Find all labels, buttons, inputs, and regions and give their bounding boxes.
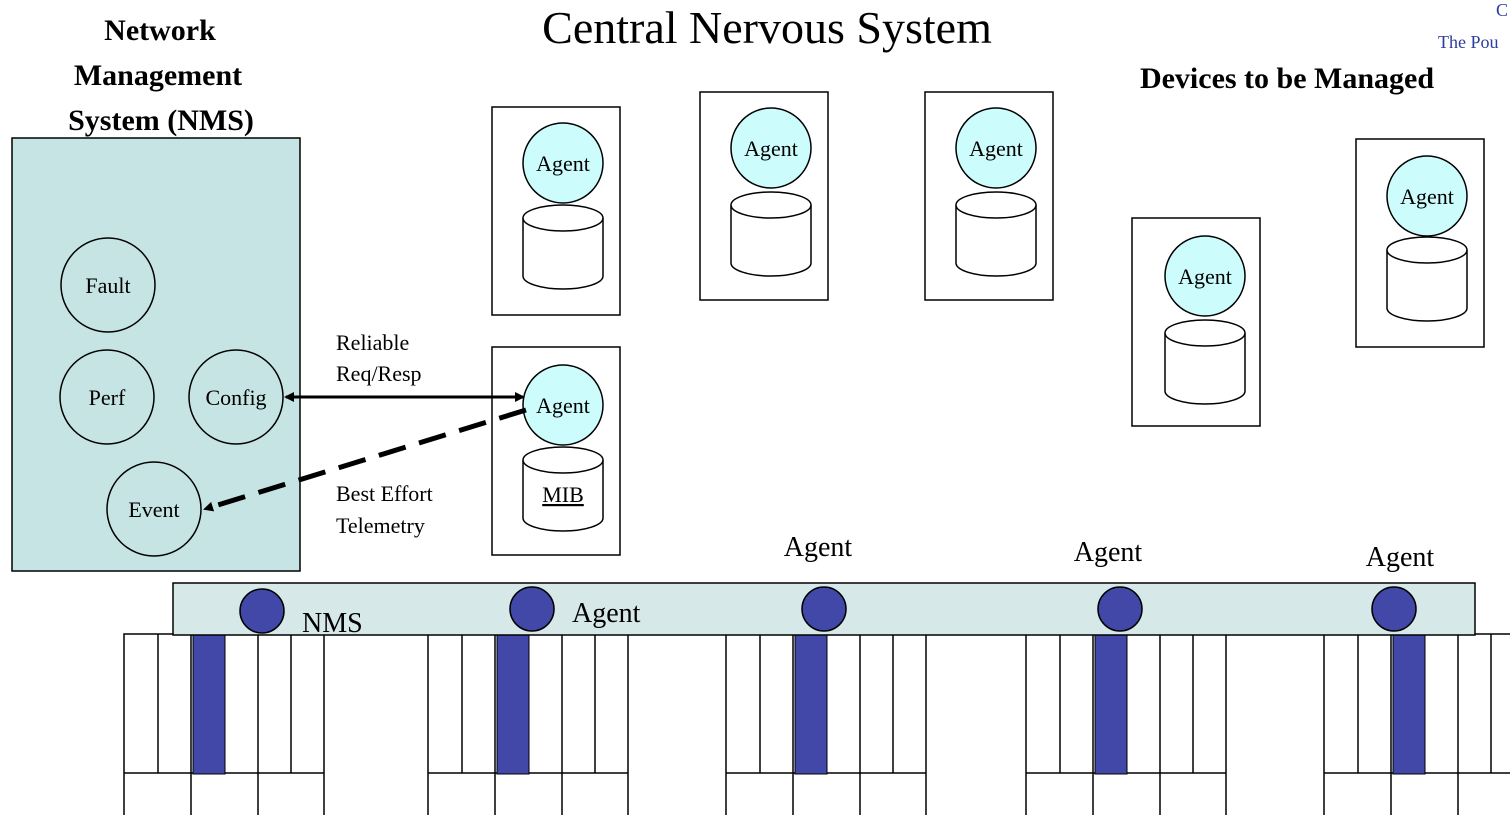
- agent-label: Agent: [536, 393, 590, 418]
- nerve-stem: [496, 633, 530, 775]
- database-cylinder-top: [522, 204, 604, 232]
- database-cylinder-body: [955, 205, 1037, 277]
- reliable-label-line-1: Reliable: [336, 330, 409, 355]
- agent-circle: [1386, 155, 1468, 237]
- key-group-5: [1323, 633, 1510, 815]
- device-5: Agent: [1355, 138, 1485, 348]
- event-circle: [106, 461, 202, 557]
- nerve-stem: [192, 633, 226, 775]
- spine-node-5: [1371, 586, 1417, 632]
- agent-circle: [522, 122, 604, 204]
- nerve-stem: [1392, 633, 1426, 775]
- agent-label: Agent: [969, 136, 1023, 161]
- nms-heading-line-2: Management: [74, 59, 242, 92]
- reliable-label-line-2: Req/Resp: [336, 361, 422, 386]
- nms-module-fault: Fault: [60, 237, 156, 333]
- agent-circle: [955, 107, 1037, 189]
- nms-module-config: Config: [188, 349, 284, 445]
- device-2: Agent: [699, 91, 829, 301]
- database-cylinder-body: [1164, 333, 1246, 405]
- database-cylinder-body: [1386, 250, 1468, 322]
- telemetry-label-line-1: Best Effort: [336, 481, 433, 506]
- nms-module-event: Event: [106, 461, 202, 557]
- database-cylinder-top: [955, 191, 1037, 219]
- perf-circle: [59, 349, 155, 445]
- config-label: Config: [205, 385, 266, 410]
- key-group-4: [1025, 633, 1227, 815]
- agent-circle: [522, 364, 604, 446]
- nms-heading: Network Management System (NMS): [68, 14, 254, 137]
- nms-heading-line-1: Network: [104, 14, 216, 47]
- agent-label: Agent: [536, 151, 590, 176]
- mib-label: MIB: [542, 482, 584, 507]
- spine-node-label-1: NMS: [302, 608, 363, 639]
- diagram-title: Central Nervous System: [542, 2, 992, 53]
- nms-module-perf: Perf: [59, 349, 155, 445]
- agent-label: Agent: [1178, 264, 1232, 289]
- spine-node-4: [1097, 586, 1143, 632]
- spine-agent-label-above-2: Agent: [1074, 537, 1143, 568]
- database-cylinder-top: [1386, 236, 1468, 264]
- telemetry-label-line-2: Telemetry: [336, 513, 425, 538]
- spine-agent-label-above-1: Agent: [784, 532, 853, 563]
- device-4: Agent: [1131, 217, 1261, 427]
- agent-label: Agent: [744, 136, 798, 161]
- spine-agent-label-above-3: Agent: [1366, 542, 1435, 573]
- spine-node-1: [239, 588, 285, 634]
- fault-circle: [60, 237, 156, 333]
- device-1: Agent: [491, 106, 621, 316]
- nms-heading-line-3: System (NMS): [68, 104, 254, 137]
- fault-label: Fault: [85, 273, 130, 298]
- agent-label: Agent: [1400, 184, 1454, 209]
- device-3: Agent: [924, 91, 1054, 301]
- spine-node-3: [801, 586, 847, 632]
- database-cylinder-top: [522, 446, 604, 474]
- database-cylinder-body: [730, 205, 812, 277]
- database-cylinder-top: [1164, 319, 1246, 347]
- event-label: Event: [128, 497, 179, 522]
- database-cylinder-body: [522, 218, 604, 290]
- database-cylinder-top: [730, 191, 812, 219]
- nerve-stem: [1094, 633, 1128, 775]
- key-group-1: [123, 633, 325, 815]
- perf-label: Perf: [89, 385, 126, 410]
- key-group-2: [427, 633, 629, 815]
- config-circle: [188, 349, 284, 445]
- database-cylinder-body: [522, 460, 604, 532]
- nerve-stem: [794, 633, 828, 775]
- corner-text-line2: The Pou: [1438, 32, 1499, 52]
- agent-circle: [730, 107, 812, 189]
- key-group-3: [725, 633, 927, 815]
- corner-text-line1: C: [1496, 0, 1508, 20]
- spine-keys: [123, 633, 1510, 815]
- devices-heading: Devices to be Managed: [1140, 62, 1434, 95]
- spine-node-label-2: Agent: [572, 598, 641, 629]
- telemetry-dashed-arrow: [203, 407, 527, 512]
- spine-node-2: [509, 586, 555, 632]
- agent-circle: [1164, 235, 1246, 317]
